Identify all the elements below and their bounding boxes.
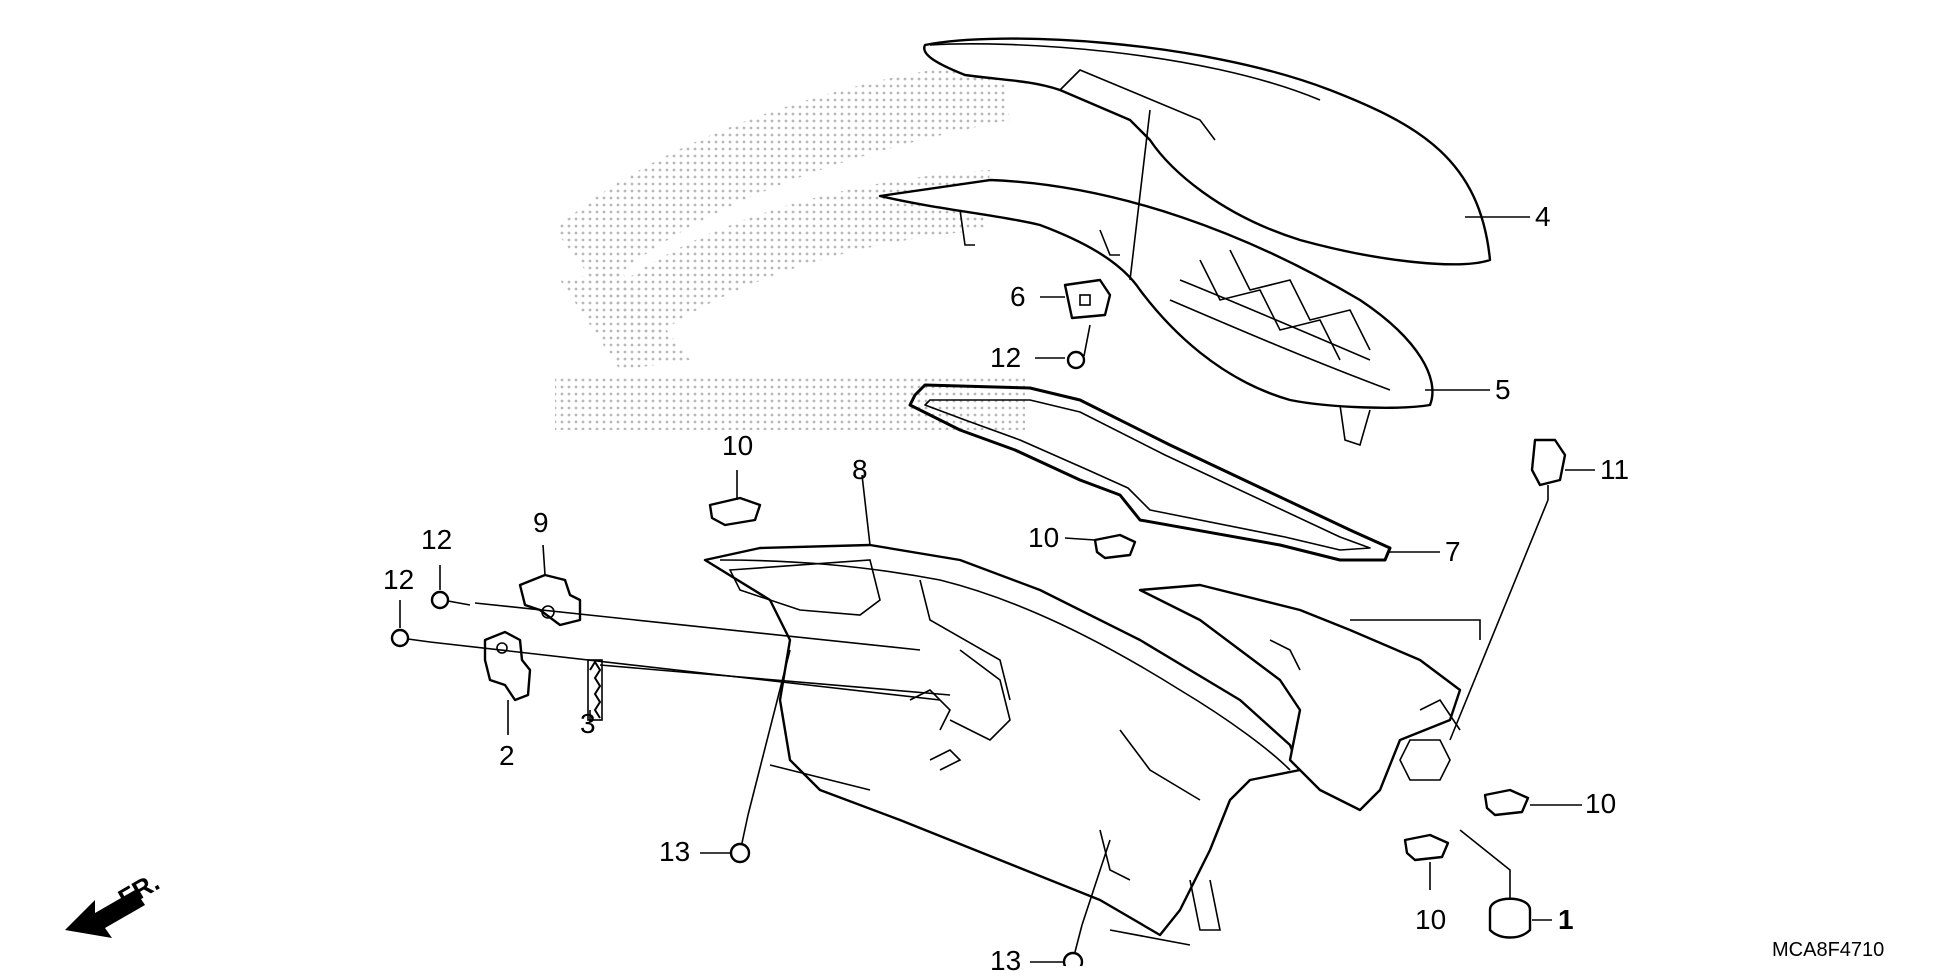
diagram-code: MCA8F4710 xyxy=(1772,939,1885,961)
callout-7: 7 xyxy=(1445,536,1461,567)
callout-10-top-left: 10 xyxy=(722,430,754,461)
callout-13-left: 13 xyxy=(659,836,691,867)
callout-5: 5 xyxy=(1495,374,1511,405)
callout-10-bottom: 10 xyxy=(1415,904,1447,935)
callout-2: 2 xyxy=(499,740,515,771)
callout-1: 1 xyxy=(1558,904,1574,935)
callout-12-top: 12 xyxy=(990,342,1022,373)
callout-8: 8 xyxy=(852,454,868,485)
callout-12-left-top: 12 xyxy=(421,524,453,555)
screw-12-c xyxy=(390,628,431,648)
part-11-bolt xyxy=(1530,438,1567,500)
clip-10-d xyxy=(1403,833,1450,862)
callout-4: 4 xyxy=(1535,201,1551,232)
screw-13-b xyxy=(1062,924,1084,966)
screw-12-b xyxy=(430,590,471,610)
leader-lines xyxy=(399,109,1595,963)
screw-13-a xyxy=(729,814,751,864)
clip-10-a xyxy=(708,496,762,527)
part-8-storage-box xyxy=(703,543,1462,937)
part-7-seal xyxy=(908,383,1392,562)
callout-9: 9 xyxy=(533,507,549,538)
front-arrow-icon xyxy=(65,890,145,938)
part-9-latch-plate xyxy=(518,573,582,627)
callout-3: 3 xyxy=(580,708,596,739)
clip-10-c xyxy=(1483,788,1530,817)
clip-10-b xyxy=(1093,533,1137,560)
part-4-cover xyxy=(923,37,1492,266)
screw-12-a xyxy=(1066,324,1091,370)
honda-wing-watermark xyxy=(555,60,1025,430)
callout-10-right: 10 xyxy=(1585,788,1617,819)
callout-10-mid: 10 xyxy=(1028,522,1060,553)
part-5-inner-frame xyxy=(878,178,1434,447)
part-6-bracket xyxy=(1063,278,1112,320)
callout-6: 6 xyxy=(1010,281,1026,312)
callout-11: 11 xyxy=(1600,454,1630,485)
part-2-latch xyxy=(483,630,532,702)
part-1-grommet xyxy=(1488,897,1532,939)
callout-12-left-bottom: 12 xyxy=(383,564,415,595)
callout-13-bottom: 13 xyxy=(990,945,1022,976)
